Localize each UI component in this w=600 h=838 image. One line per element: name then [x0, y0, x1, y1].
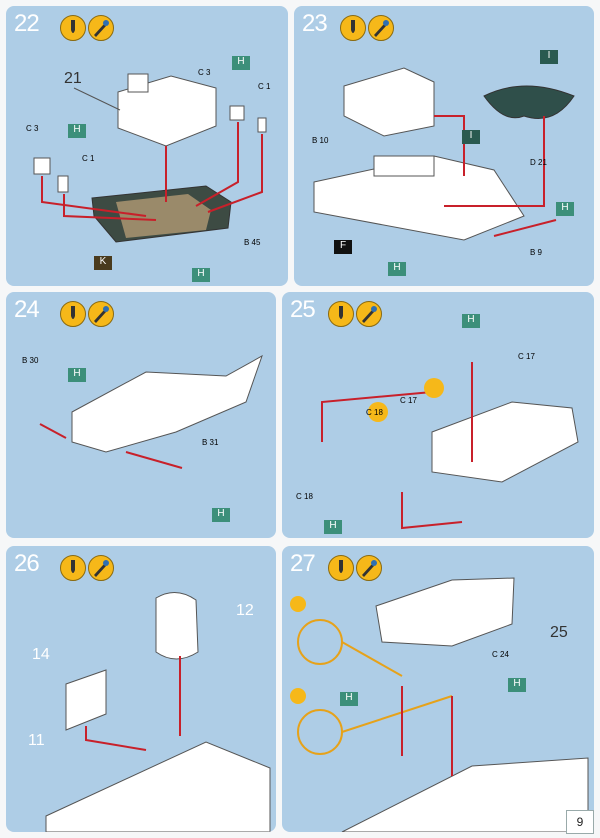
color-tag: F — [334, 240, 352, 254]
color-tag: H — [508, 678, 526, 692]
step-27-drawing — [290, 577, 589, 832]
step-24-drawing — [39, 354, 263, 469]
color-tag: H — [212, 508, 230, 522]
glue-icon — [340, 15, 366, 41]
paint-brush-icon — [88, 15, 114, 41]
paint-brush-icon — [356, 301, 382, 327]
part-label-25: 25 — [550, 624, 568, 641]
step-number: 24 — [14, 296, 40, 323]
page-number: 9 — [566, 810, 594, 834]
callout-b45: B 45 — [244, 238, 261, 247]
step-23-panel: 23 B 10 D 21 B 9 I I F H H — [294, 6, 594, 286]
callout-c1-a: C 1 — [258, 82, 271, 91]
callout-c17-a: C 17 — [518, 352, 535, 361]
callout-b9: B 9 — [530, 248, 543, 257]
callout-c1-b: C 1 — [82, 154, 95, 163]
glue-icon — [60, 15, 86, 41]
color-tag: H — [340, 692, 358, 706]
color-tag: H — [388, 262, 406, 276]
callout-c18-b: C 18 — [296, 492, 313, 501]
paint-brush-icon — [88, 301, 114, 327]
callout-c24: C 24 — [492, 650, 509, 659]
glue-icon — [328, 301, 354, 327]
callout-d21: D 21 — [530, 158, 547, 167]
callout-c18-a: C 18 — [366, 408, 383, 417]
part-label-14: 14 — [32, 646, 50, 663]
step-27-panel: 27 25 C 24 H H — [282, 546, 594, 832]
step-number: 25 — [290, 296, 316, 323]
step-25-drawing — [321, 362, 579, 530]
part-label-21: 21 — [64, 70, 82, 87]
part-label-11: 11 — [28, 732, 45, 749]
glue-icon — [60, 555, 86, 581]
step-number: 26 — [14, 550, 40, 577]
color-tag: H — [462, 314, 480, 328]
callout-b31: B 31 — [202, 438, 219, 447]
paint-brush-icon — [88, 555, 114, 581]
glue-icon — [328, 555, 354, 581]
callout-c3-b: C 3 — [26, 124, 39, 133]
glue-icon — [60, 301, 86, 327]
step-number: 27 — [290, 550, 316, 577]
color-tag: I — [462, 130, 480, 144]
callout-c17-b: C 17 — [400, 396, 417, 405]
step-25-panel: 25 C 17 C 18 C 17 C 18 H H — [282, 292, 594, 538]
color-tag: H — [324, 520, 342, 534]
callout-c3-a: C 3 — [198, 68, 211, 77]
step-26-drawing — [45, 592, 271, 832]
step-number: 22 — [14, 10, 40, 37]
callout-b30: B 30 — [22, 356, 39, 365]
color-tag: H — [232, 56, 250, 70]
step-22-drawing — [33, 73, 267, 243]
part-label-12: 12 — [236, 602, 254, 619]
color-tag: H — [556, 202, 574, 216]
step-number: 23 — [302, 10, 328, 37]
color-tag: I — [540, 50, 558, 64]
step-24-panel: 24 B 30 B 31 H H — [6, 292, 276, 538]
step-26-panel: 26 12 14 11 — [6, 546, 276, 832]
color-tag: H — [68, 368, 86, 382]
color-tag: H — [192, 268, 210, 282]
step-22-panel: 22 21 C 3 C 1 C 3 C 1 B 45 H H K H — [6, 6, 288, 286]
step-23-drawing — [313, 67, 575, 241]
paint-brush-icon — [356, 555, 382, 581]
callout-b10: B 10 — [312, 136, 329, 145]
color-tag: K — [94, 256, 112, 270]
paint-brush-icon — [368, 15, 394, 41]
color-tag: H — [68, 124, 86, 138]
